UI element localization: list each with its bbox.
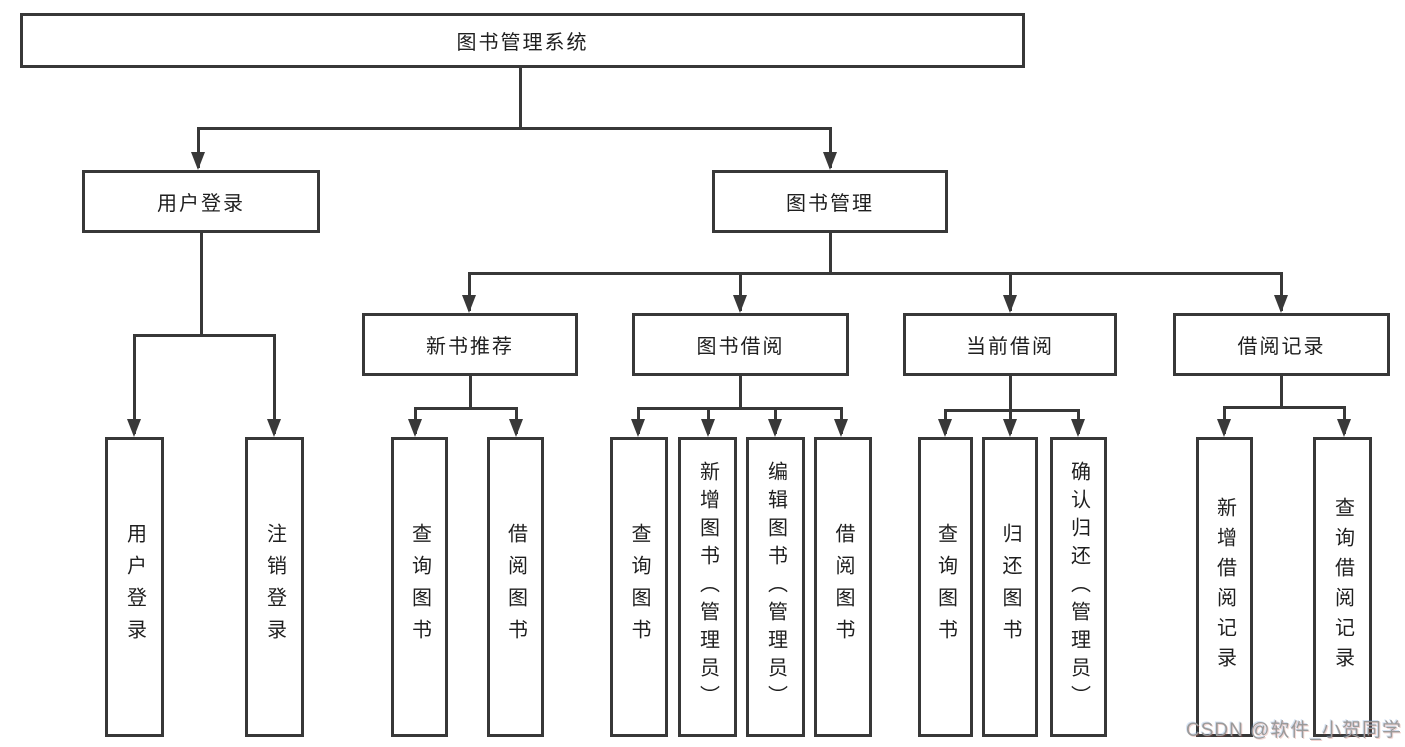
node-library-system: 图书管理系统 xyxy=(20,13,1025,68)
leaf-query-books-borrow: 查询图书 xyxy=(610,437,668,737)
connector-line xyxy=(469,374,472,410)
leaf-query-borrow-record: 查询借阅记录 xyxy=(1313,437,1372,737)
connector-line xyxy=(133,334,136,434)
connector-line xyxy=(829,231,832,275)
leaf-label: 查询图书 xyxy=(408,523,431,651)
node-borrow-records: 借阅记录 xyxy=(1173,313,1390,376)
leaf-edit-book-admin: 编辑图书（管理员） xyxy=(746,437,805,737)
connector-line xyxy=(1223,406,1346,409)
leaf-label: 查询借阅记录 xyxy=(1331,497,1354,677)
arrowhead-down-icon xyxy=(733,295,747,313)
leaf-label: 新增借阅记录 xyxy=(1213,497,1236,677)
connector-line xyxy=(133,334,276,337)
arrowhead-down-icon xyxy=(127,419,141,437)
connector-line xyxy=(739,272,742,311)
connector-line xyxy=(1009,374,1012,411)
leaf-label: 用户登录 xyxy=(123,523,146,651)
arrowhead-down-icon xyxy=(408,419,422,437)
connector-line xyxy=(468,272,471,311)
leaf-add-book-admin: 新增图书（管理员） xyxy=(678,437,737,737)
connector-line xyxy=(739,374,742,410)
connector-line xyxy=(829,127,832,168)
leaf-label: 确认归还（管理员） xyxy=(1067,461,1090,713)
leaf-label: 注销登录 xyxy=(263,523,286,651)
connector-line xyxy=(414,407,518,410)
connector-line xyxy=(197,127,200,168)
connector-line xyxy=(944,409,1080,412)
arrowhead-down-icon xyxy=(768,419,782,437)
leaf-label: 查询图书 xyxy=(628,523,650,651)
connector-line xyxy=(637,407,843,410)
arrowhead-down-icon xyxy=(1003,419,1017,437)
leaf-label: 编辑图书（管理员） xyxy=(764,461,787,713)
leaf-return-book: 归还图书 xyxy=(982,437,1038,737)
node-user-login: 用户登录 xyxy=(82,170,320,233)
leaf-label: 借阅图书 xyxy=(832,523,854,651)
leaf-borrow-books-recommend: 借阅图书 xyxy=(487,437,544,737)
leaf-query-books-current: 查询图书 xyxy=(918,437,973,737)
leaf-user-login: 用户登录 xyxy=(105,437,164,737)
leaf-label: 新增图书（管理员） xyxy=(696,461,719,713)
node-current-borrow: 当前借阅 xyxy=(903,313,1117,376)
arrowhead-down-icon xyxy=(462,295,476,313)
node-book-management: 图书管理 xyxy=(712,170,948,233)
connector-line xyxy=(273,334,276,434)
node-book-borrow: 图书借阅 xyxy=(632,313,849,376)
connector-line xyxy=(1280,272,1283,311)
leaf-add-borrow-record: 新增借阅记录 xyxy=(1196,437,1253,737)
connector-line xyxy=(1280,374,1283,408)
connector-line xyxy=(468,272,1283,275)
arrowhead-down-icon xyxy=(701,419,715,437)
arrowhead-down-icon xyxy=(191,152,205,170)
arrowhead-down-icon xyxy=(1071,419,1085,437)
connector-line xyxy=(519,66,522,128)
leaf-label: 归还图书 xyxy=(999,523,1021,651)
connector-line xyxy=(200,231,203,336)
arrowhead-down-icon xyxy=(938,419,952,437)
arrowhead-down-icon xyxy=(1003,295,1017,313)
arrowhead-down-icon xyxy=(823,152,837,170)
arrowhead-down-icon xyxy=(1217,419,1231,437)
csdn-watermark: CSDN @软件_小贺同学 xyxy=(1186,720,1402,741)
leaf-logout: 注销登录 xyxy=(245,437,304,737)
arrowhead-down-icon xyxy=(1337,419,1351,437)
leaf-query-books-recommend: 查询图书 xyxy=(391,437,448,737)
leaf-borrow-books: 借阅图书 xyxy=(814,437,872,737)
connector-line xyxy=(1009,272,1012,311)
arrowhead-down-icon xyxy=(1274,295,1288,313)
arrowhead-down-icon xyxy=(267,419,281,437)
leaf-confirm-return-admin: 确认归还（管理员） xyxy=(1050,437,1107,737)
leaf-label: 查询图书 xyxy=(934,523,957,651)
node-new-book-recommend: 新书推荐 xyxy=(362,313,578,376)
arrowhead-down-icon xyxy=(834,419,848,437)
arrowhead-down-icon xyxy=(509,419,523,437)
connector-line xyxy=(197,127,832,130)
arrowhead-down-icon xyxy=(631,419,645,437)
leaf-label: 借阅图书 xyxy=(504,523,527,651)
